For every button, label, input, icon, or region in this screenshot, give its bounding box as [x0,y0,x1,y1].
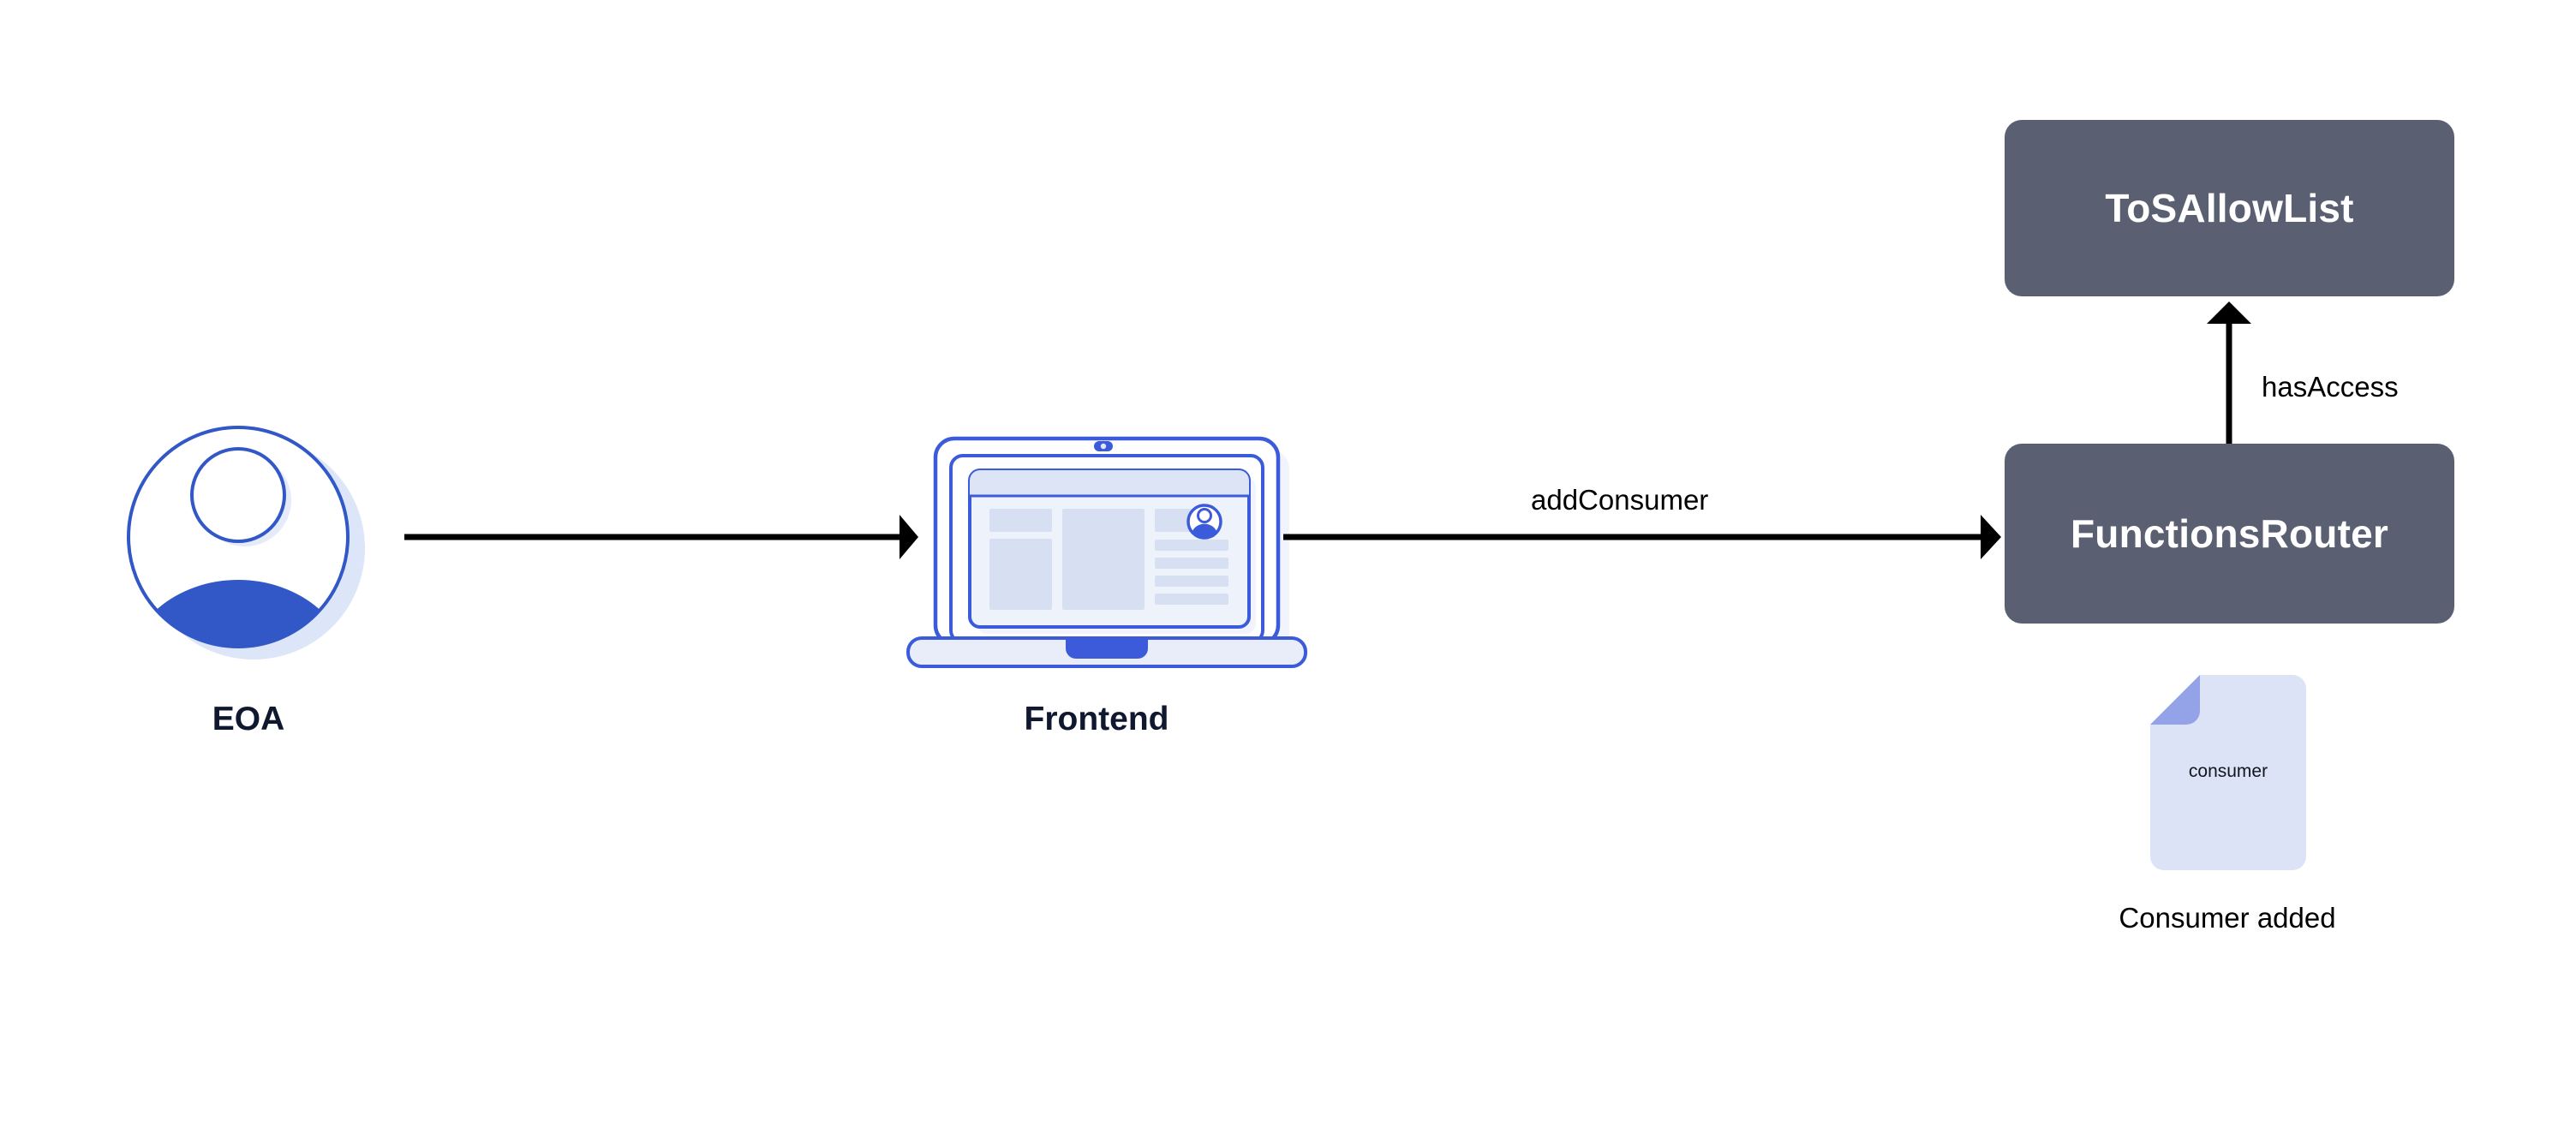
node-functions-router[interactable]: FunctionsRouter [2005,444,2454,624]
document-icon [2150,675,2306,870]
frontend-label: Frontend [1024,701,1169,737]
eoa-label: EOA [212,701,285,737]
edge-label-has-access: hasAccess [2262,371,2399,403]
arrow-eoa-to-frontend [404,515,918,559]
arrow-frontend-to-functions-router [1283,515,2001,559]
edge-label-add-consumer: addConsumer [1531,484,1709,516]
node-tos-allow-list[interactable]: ToSAllowList [2005,120,2454,296]
document-icon-label: consumer [2188,761,2268,781]
arrow-functions-router-to-tos-allow-list [2207,301,2251,444]
node-functions-router-label: FunctionsRouter [2071,511,2388,556]
consumer-added-caption: Consumer added [2119,902,2336,934]
node-tos-allow-list-label: ToSAllowList [2105,186,2354,230]
